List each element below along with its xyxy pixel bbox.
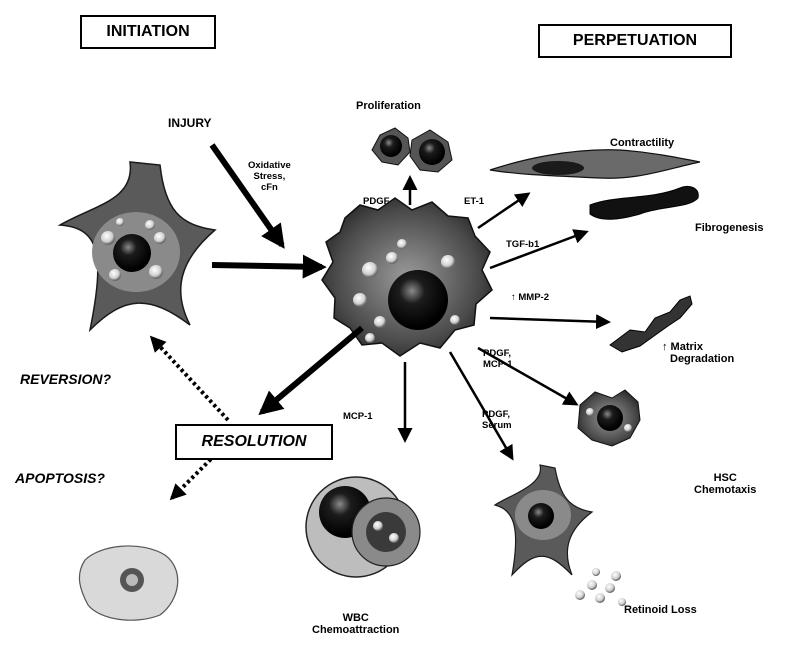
- pdgf-serum-line-2: Serum: [482, 420, 512, 431]
- perpetuation-label: PERPETUATION: [573, 32, 697, 50]
- oxidative-stress-label: Oxidative Stress, cFn: [248, 160, 291, 193]
- reversion-label: REVERSION?: [20, 373, 111, 385]
- matrix-degradation-label: ↑ Matrix Degradation: [662, 341, 734, 365]
- proliferation-label: Proliferation: [356, 100, 421, 112]
- contractility-cell: [490, 150, 700, 178]
- activated-stellate-cell: [322, 198, 492, 356]
- mmp2-label: ↑ MMP-2: [511, 292, 549, 303]
- oxidative-line-3: cFn: [248, 182, 291, 193]
- perpetuation-box: PERPETUATION: [538, 24, 732, 58]
- quiescent-stellate-cell: [60, 162, 215, 330]
- wbc-line-1: WBC: [312, 612, 399, 624]
- mcp1-label: MCP-1: [343, 411, 373, 422]
- proliferation-cells: [372, 128, 452, 172]
- hsc-chemotaxis-label: HSC Chemotaxis: [694, 472, 756, 496]
- fibrogenesis-fiber: [590, 186, 698, 219]
- arrow-apoptosis: [172, 455, 215, 498]
- oxidative-line-1: Oxidative: [248, 160, 291, 171]
- initiation-box: INITIATION: [80, 15, 216, 49]
- pdgf-mcp-line-2: MCP-1: [483, 359, 513, 370]
- arrow-to-fibrogenesis: [490, 232, 586, 268]
- arrow-quiescent-to-activated: [212, 265, 322, 267]
- oxidative-line-2: Stress,: [248, 171, 291, 182]
- wbc-line-2: Chemoattraction: [312, 624, 399, 636]
- injury-label: INJURY: [168, 116, 212, 130]
- pdgf-mcp-line-1: PDGF,: [483, 348, 513, 359]
- contractility-label: Contractility: [610, 137, 674, 149]
- hsc-chemotaxis-cell: [578, 390, 640, 446]
- wbc-cells: [306, 477, 420, 577]
- et1-label: ET-1: [464, 196, 484, 207]
- initiation-label: INITIATION: [106, 23, 189, 41]
- matrix-line-1: ↑ Matrix: [662, 341, 734, 353]
- resolution-box: RESOLUTION: [175, 424, 333, 460]
- pdgf-mcp-label: PDGF, MCP-1: [483, 348, 513, 370]
- pdgf-serum-label: PDGF, Serum: [482, 409, 512, 431]
- hsc-line-1: HSC: [694, 472, 756, 484]
- tgf-label: TGF-b1: [506, 239, 539, 250]
- fibrogenesis-label: Fibrogenesis: [695, 222, 763, 234]
- retinoid-loss-label: Retinoid Loss: [624, 604, 697, 616]
- pdgf-proliferation-label: PDGF: [363, 196, 389, 207]
- pdgf-serum-line-1: PDGF,: [482, 409, 512, 420]
- resolution-label: RESOLUTION: [202, 433, 307, 451]
- apoptotic-cell: [79, 546, 177, 620]
- arrow-to-matrix: [490, 318, 608, 322]
- arrow-reversion: [152, 338, 228, 420]
- apoptosis-label: APOPTOSIS?: [15, 472, 105, 484]
- arrow-to-contractility: [478, 194, 528, 228]
- hsc-line-2: Chemotaxis: [694, 484, 756, 496]
- arrow-to-resolution: [262, 328, 362, 412]
- matrix-line-2: Degradation: [662, 353, 734, 365]
- wbc-chemoattraction-label: WBC Chemoattraction: [312, 612, 399, 636]
- retinoid-loss-cell: [495, 465, 626, 606]
